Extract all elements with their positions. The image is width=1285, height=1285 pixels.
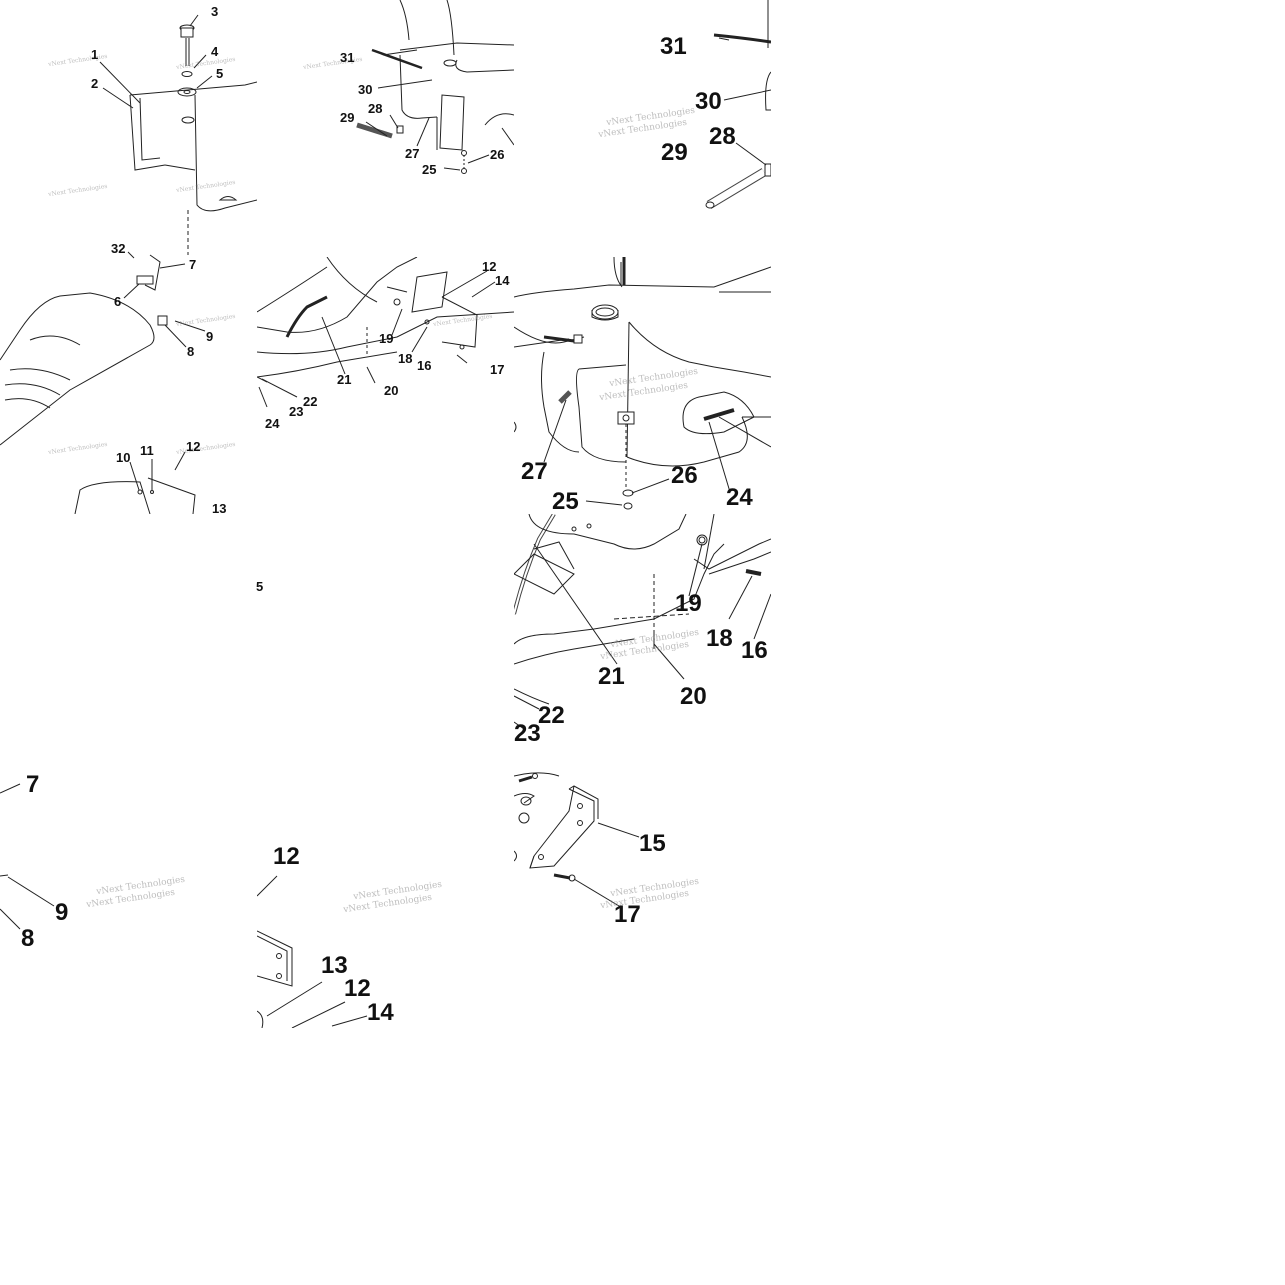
callout-label: 16: [741, 637, 768, 664]
callout-label: 6: [114, 294, 122, 309]
callout-label: 25: [422, 162, 437, 177]
callout-label: 9: [55, 899, 69, 926]
callout-label: 13: [321, 952, 348, 979]
callout-label: 22: [303, 394, 318, 409]
callout-label: 18: [706, 625, 733, 652]
callout-label: 20: [680, 683, 707, 710]
callout-label: 1: [91, 47, 99, 62]
bracket-zoom-drawing: [257, 771, 514, 1028]
callout-label: 5: [216, 66, 224, 81]
callout-label: 29: [661, 139, 688, 166]
callout-label: 20: [384, 383, 399, 398]
callout-label: 7: [26, 771, 40, 798]
callout-label: 30: [358, 82, 373, 97]
callout-label: 19: [675, 590, 702, 617]
callout-label: 12: [273, 843, 300, 870]
callout-label: 12: [482, 259, 497, 274]
diagram-tile-tank-zoom-top: vNext Technologies vNext Technologies 31…: [514, 0, 771, 257]
diagram-tile-hood-seat: vNext Technologies vNext Technologies vN…: [0, 0, 257, 514]
callout-label: 8: [21, 925, 35, 952]
callout-label: 13: [212, 501, 227, 514]
diagram-tile-tank-overview: vNext Technologies 31 30 28 29 27 26 25: [257, 0, 514, 257]
tunnel-overview-drawing: [257, 257, 514, 514]
callout-label: 27: [521, 458, 548, 485]
callout-label: 21: [337, 372, 352, 387]
callout-label: 26: [490, 147, 505, 162]
callout-label: 14: [495, 273, 510, 288]
callout-label: 12: [344, 975, 371, 1002]
callout-label: 30: [695, 88, 722, 115]
callout-label: 32: [111, 241, 126, 256]
callout-label: 19: [379, 331, 394, 346]
diagram-tile-seat-zoom: vNext Technologies vNext Technologies 7 …: [0, 771, 257, 1028]
callout-label: 26: [671, 462, 698, 489]
callout-label: 28: [709, 123, 736, 150]
callout-label: 21: [598, 663, 625, 690]
callout-label: 12: [186, 439, 201, 454]
tank-zoom-bottom-drawing: [514, 257, 771, 514]
callout-label: 15: [639, 830, 666, 857]
tank-zoom-top-drawing: [514, 0, 771, 257]
callout-label: 23: [514, 720, 541, 747]
callout-label: 28: [368, 101, 383, 116]
callout-label: 3: [211, 4, 219, 19]
callout-label: 27: [405, 146, 420, 161]
callout-label: 25: [552, 488, 579, 514]
callout-label: 10: [116, 450, 131, 465]
callout-label: 22: [538, 702, 565, 729]
callout-label: 31: [340, 50, 355, 65]
callout-label: 31: [660, 33, 687, 60]
callout-label: 11: [140, 443, 154, 458]
diagram-tile-plate-zoom: vNext Technologies vNext Technologies 15…: [514, 771, 771, 1028]
diagram-tile-tunnel-zoom: vNext Technologies vNext Technologies 19…: [514, 514, 771, 771]
hood-seat-drawing: [0, 0, 257, 514]
tank-overview-drawing: [257, 0, 514, 257]
callout-label: 18: [398, 351, 413, 366]
diagram-tile-tunnel-overview: vNext Technologies 12 14 19 18 16 17 20 …: [257, 257, 514, 514]
callout-label: 7: [189, 257, 197, 272]
diagram-tile-tank-zoom-bottom: vNext Technologies vNext Technologies 27…: [514, 257, 771, 514]
callout-label: 23: [289, 404, 304, 419]
callout-label: 2: [91, 76, 99, 91]
callout-label: 14: [367, 999, 394, 1026]
seat-zoom-drawing: [0, 771, 257, 1028]
callout-label: 9: [206, 329, 214, 344]
callout-label: 16: [417, 358, 432, 373]
callout-label: 17: [490, 362, 505, 377]
stray-label: 5: [256, 579, 264, 594]
callout-label: 29: [340, 110, 355, 125]
diagram-tile-bracket-zoom: vNext Technologies vNext Technologies 12…: [257, 771, 514, 1028]
tunnel-zoom-drawing: [514, 514, 771, 771]
callout-label: 24: [265, 416, 280, 431]
callout-label: 17: [614, 901, 641, 928]
callout-label: 8: [187, 344, 195, 359]
callout-label: 4: [211, 44, 219, 59]
callout-label: 24: [726, 484, 753, 511]
plate-zoom-drawing: [514, 771, 771, 1028]
